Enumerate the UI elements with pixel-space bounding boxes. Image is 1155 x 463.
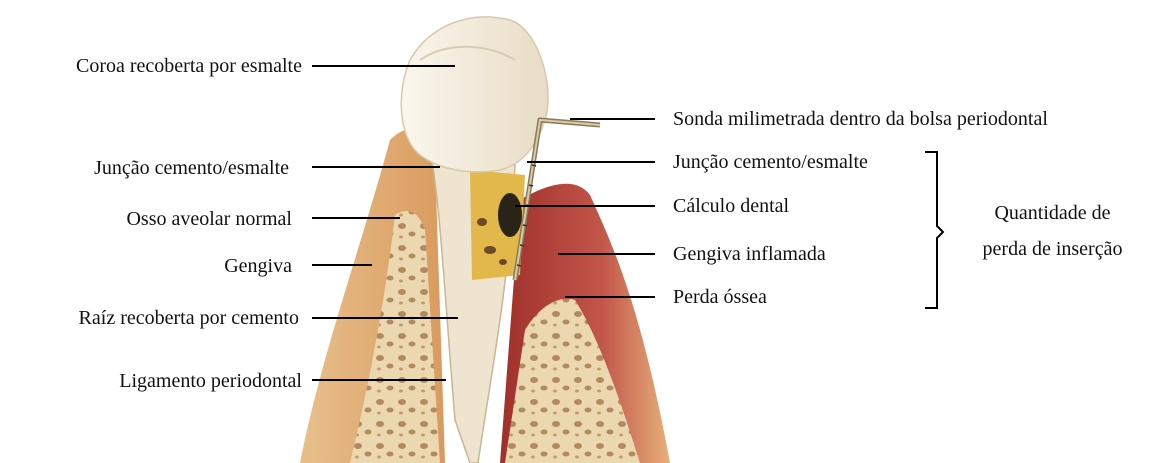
label-gengiva: Gengiva (224, 255, 292, 277)
label-juncao-right: Junção cemento/esmalte (673, 151, 868, 173)
label-calculo: Cálculo dental (673, 195, 789, 217)
calculus-dark (498, 193, 522, 237)
bracket (925, 152, 943, 308)
label-sonda: Sonda milimetrada dentro da bolsa period… (673, 108, 1048, 130)
label-juncao-left: Junção cemento/esmalte (94, 157, 289, 179)
tooth-crown (401, 17, 548, 172)
label-osso: Osso aveolar normal (126, 208, 292, 230)
label-bracket-line1: Quantidade de (955, 202, 1150, 224)
label-ligamento: Ligamento periodontal (119, 370, 302, 392)
label-raiz: Raíz recoberta por cemento (79, 307, 299, 329)
label-coroa: Coroa recoberta por esmalte (76, 55, 302, 77)
label-perda-ossea: Perda óssea (673, 286, 767, 308)
label-gengiva-inflamada: Gengiva inflamada (673, 243, 826, 265)
label-bracket-line2: perda de inserção (955, 238, 1150, 260)
